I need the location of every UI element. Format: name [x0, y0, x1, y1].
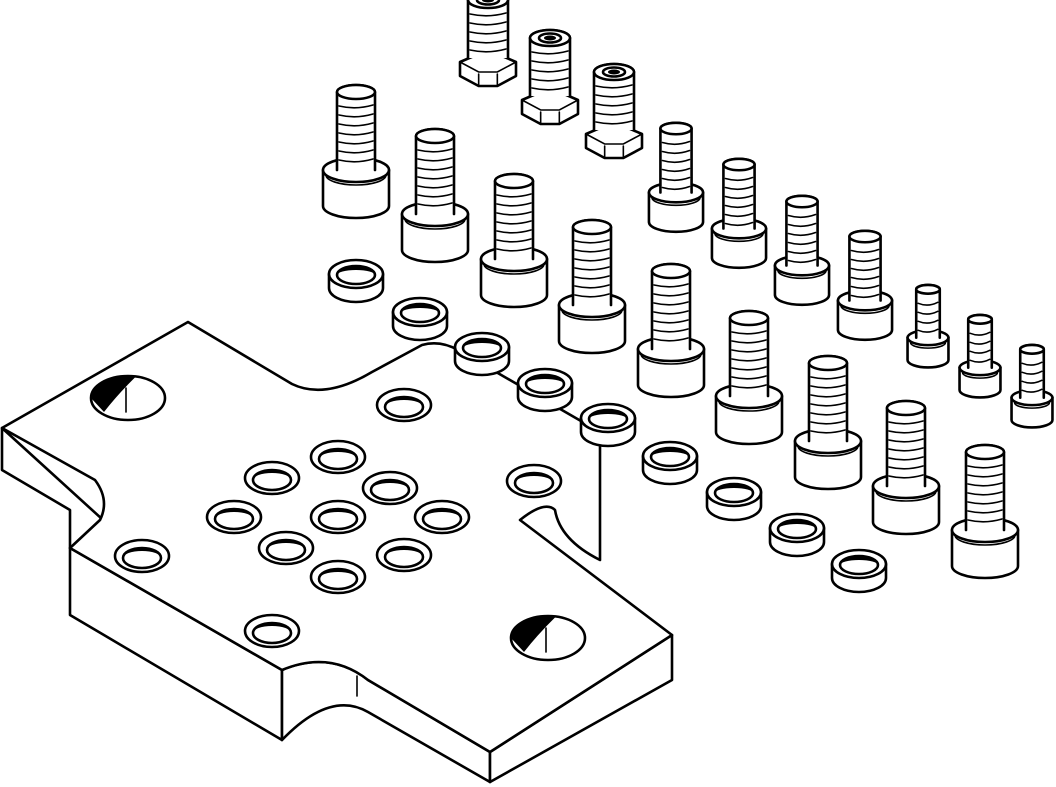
counterbored-hole: [309, 559, 367, 595]
counterbored-hole: [113, 538, 171, 574]
small-socket-head-screw: [906, 283, 950, 369]
socket-head-screw: [871, 399, 941, 536]
counterbored-hole: [375, 387, 433, 423]
sealing-ring: [705, 476, 763, 522]
counterbored-hole: [361, 470, 419, 506]
counterbored-hole: [309, 439, 367, 475]
sealing-ring: [453, 331, 511, 377]
socket-head-screw: [836, 229, 894, 342]
socket-head-screw: [710, 157, 768, 270]
plate-top-face: [0, 320, 674, 754]
socket-head-screw: [321, 83, 391, 220]
counterbored-hole: [413, 499, 471, 535]
through-hole: [89, 374, 167, 422]
fastener-parts: [321, 0, 1054, 594]
socket-head-screw: [950, 443, 1020, 580]
small-socket-head-screw: [958, 313, 1002, 399]
socket-head-screw: [557, 218, 627, 355]
sealing-ring: [327, 258, 385, 304]
counterbored-hole: [243, 460, 301, 496]
socket-head-screw: [647, 121, 705, 234]
counterbored-hole: [243, 613, 301, 649]
socket-head-screw: [636, 262, 706, 399]
sealing-ring: [768, 512, 826, 558]
through-hole: [509, 614, 587, 662]
counterbored-hole: [257, 530, 315, 566]
hex-nut: [458, 0, 518, 88]
socket-head-screw: [400, 127, 470, 264]
socket-head-screw: [479, 172, 549, 309]
socket-head-screw: [773, 194, 831, 307]
counterbored-hole: [505, 463, 563, 499]
small-socket-head-screw: [1010, 343, 1054, 429]
counterbored-hole: [375, 537, 433, 573]
hex-nut: [584, 62, 644, 160]
hex-nut: [520, 28, 580, 126]
counterbored-hole: [205, 499, 263, 535]
mounting-plate: [0, 320, 674, 784]
socket-head-screw: [793, 354, 863, 491]
sealing-ring: [830, 548, 888, 594]
counterbored-hole: [309, 499, 367, 535]
sealing-ring: [579, 402, 637, 448]
sealing-ring: [391, 296, 449, 342]
sealing-ring: [641, 440, 699, 486]
plate-holes: [89, 374, 587, 662]
socket-head-screw: [714, 309, 784, 446]
sealing-ring: [516, 367, 574, 413]
